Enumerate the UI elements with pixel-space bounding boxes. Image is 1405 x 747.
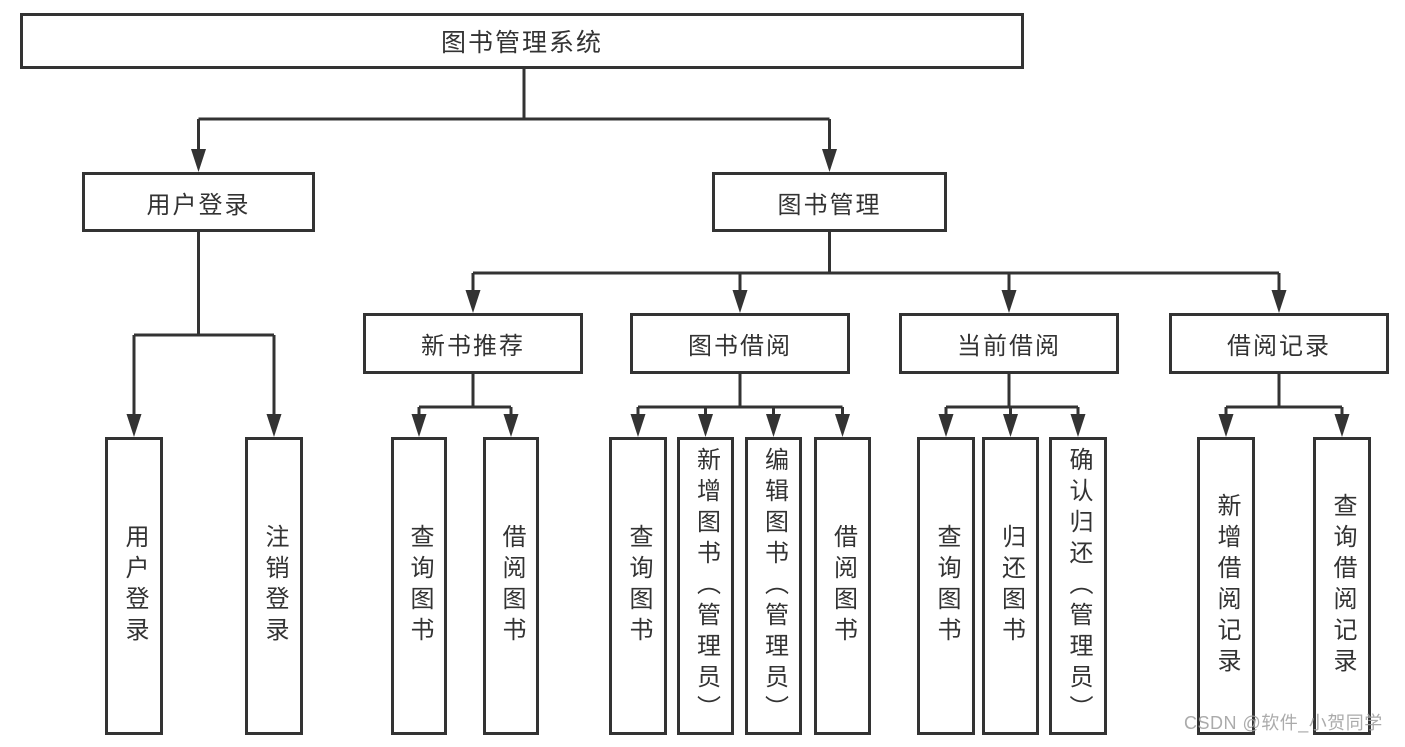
leaf-user-login: 用户登录 (105, 437, 163, 735)
node-book-management: 图书管理 (712, 172, 947, 232)
leaf-borrow-books: 借阅图书 (814, 437, 871, 735)
leaf-add-borrow-record: 新增借阅记录 (1197, 437, 1255, 735)
leaf-edit-books-admin: 编辑图书（管理员） (745, 437, 802, 735)
connector-root (197, 69, 831, 154)
leaf-confirm-return-admin: 确认归还（管理员） (1049, 437, 1107, 735)
leaf-logout-login: 注销登录 (245, 437, 303, 735)
connector-mgmt-group (471, 232, 1281, 295)
connector-borrow-group (636, 374, 844, 419)
connector-record-group (1224, 374, 1344, 419)
leaf-add-books-admin: 新增图书（管理员） (677, 437, 734, 735)
leaf-query-books-current: 查询图书 (917, 437, 975, 735)
leaf-borrow-books-recommend: 借阅图书 (483, 437, 539, 735)
arrowheads (126, 149, 1350, 437)
leaf-return-books: 归还图书 (982, 437, 1039, 735)
node-user-login: 用户登录 (82, 172, 315, 232)
node-new-book-recommend: 新书推荐 (363, 313, 583, 374)
leaf-query-books-borrow: 查询图书 (609, 437, 667, 735)
csdn-watermark: CSDN @软件_小贺同学 (1184, 713, 1383, 733)
node-system-root: 图书管理系统 (20, 13, 1024, 69)
connector-recommend-group (417, 374, 513, 419)
node-current-borrow: 当前借阅 (899, 313, 1119, 374)
leaf-query-borrow-record: 查询借阅记录 (1313, 437, 1371, 735)
leaf-query-books-recommend: 查询图书 (391, 437, 447, 735)
node-book-borrow: 图书借阅 (630, 313, 850, 374)
connector-current-group (944, 374, 1080, 419)
connector-login-group (132, 232, 276, 419)
node-borrow-record: 借阅记录 (1169, 313, 1389, 374)
